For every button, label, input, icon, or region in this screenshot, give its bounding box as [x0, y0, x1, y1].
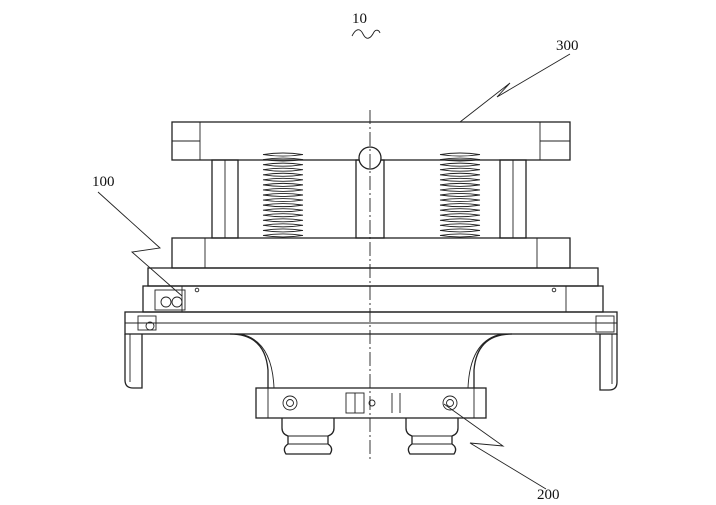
bottom-suction-assembly	[255, 387, 487, 455]
figure-number-label: 10	[352, 11, 367, 27]
label-100: 100	[92, 174, 115, 190]
leader-line-100	[97, 191, 183, 297]
label-300: 300	[556, 38, 579, 54]
leader-line-200	[443, 403, 547, 490]
figure-number-squiggle	[351, 29, 381, 39]
right-spring	[439, 152, 481, 238]
compression-springs	[262, 152, 481, 238]
middle-body-assembly	[124, 237, 618, 391]
top-plate-assembly	[171, 121, 571, 239]
label-200: 200	[537, 487, 560, 503]
leader-line-300	[459, 53, 571, 123]
left-spring	[262, 152, 304, 238]
